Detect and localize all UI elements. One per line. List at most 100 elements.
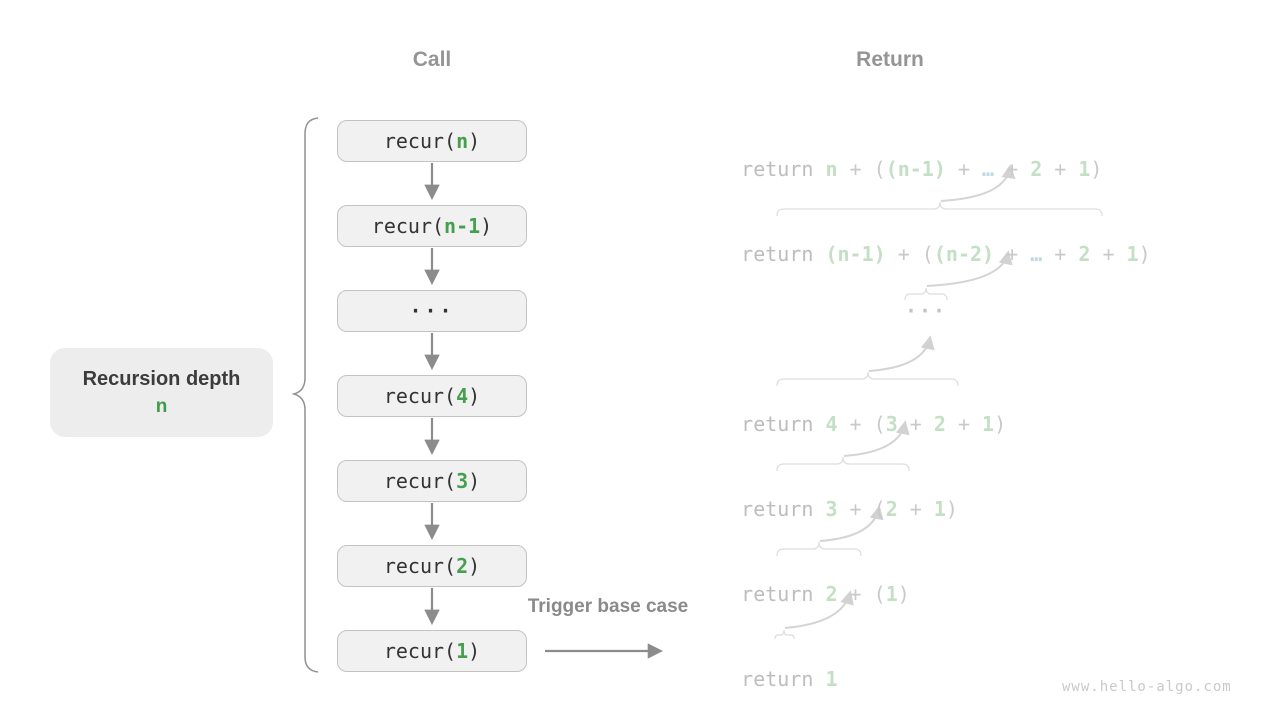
code-token: ) — [468, 639, 481, 663]
code-token: 1 — [982, 412, 995, 436]
call-box-recur-1: recur(1) — [337, 630, 527, 672]
return-overbrace-row7 — [774, 629, 795, 640]
code-token: 2 — [1078, 242, 1091, 266]
code-token: return — [741, 582, 826, 606]
return-flow-arrow-6to5 — [819, 505, 884, 542]
code-token: 2 — [456, 554, 469, 578]
code-token: + — [897, 497, 934, 521]
code-token: ) — [994, 412, 1007, 436]
code-token: 1 — [456, 639, 469, 663]
code-token: n — [456, 129, 469, 153]
call-box-ellipsis: ··· — [337, 290, 527, 332]
code-token: (n-1) — [885, 157, 946, 181]
code-token: return — [741, 667, 826, 691]
code-token: + — [837, 157, 874, 181]
code-token: return — [741, 242, 826, 266]
code-token: 3 — [885, 412, 898, 436]
code-token: + ( — [885, 242, 934, 266]
code-token: return — [741, 497, 826, 521]
return-expression-1: return 1 — [693, 637, 837, 691]
code-token: (n-1) — [825, 242, 886, 266]
code-token: + ( — [837, 497, 886, 521]
code-token: ( — [873, 157, 886, 181]
return-overbrace-row4 — [776, 371, 959, 387]
return-flow-arrow-7to6 — [784, 590, 854, 629]
code-token: … — [1030, 242, 1043, 266]
code-token: + ( — [837, 582, 886, 606]
return-expression-4: return 4 + (3 + 2 + 1) — [693, 382, 1006, 436]
code-token: n-1 — [444, 214, 481, 238]
ellipsis: ··· — [409, 299, 455, 323]
return-expression-n-1: return (n-1) + ((n-2) + … + 2 + 1) — [693, 212, 1150, 266]
code-token: + — [1042, 242, 1079, 266]
code-token: ) — [468, 554, 481, 578]
code-token: 1 — [1078, 157, 1091, 181]
call-box-recur-n: recur(n) — [337, 120, 527, 162]
code-token: 3 — [825, 497, 838, 521]
return-column-header: Return — [856, 48, 924, 71]
code-token: ) — [468, 384, 481, 408]
code-token: ) — [468, 129, 481, 153]
code-token: return — [741, 157, 826, 181]
code-token: 4 — [456, 384, 469, 408]
code-token: + — [1042, 157, 1079, 181]
code-token: return — [741, 412, 826, 436]
code-token: 1 — [1126, 242, 1139, 266]
code-token: + ( — [837, 412, 886, 436]
code-token: + — [994, 157, 1031, 181]
code-token: 1 — [933, 497, 946, 521]
code-token: + — [897, 412, 934, 436]
recursion-depth-brace — [291, 117, 319, 673]
code-token: recur( — [383, 384, 457, 408]
call-column-header: Call — [412, 48, 452, 71]
call-box-recur-4: recur(4) — [337, 375, 527, 417]
return-flow-arrow-4to3 — [868, 335, 935, 372]
return-flow-arrow-5to4 — [843, 420, 910, 457]
call-box-recur-3: recur(3) — [337, 460, 527, 502]
code-token: 4 — [825, 412, 838, 436]
return-expression-ellipsis: ··· — [904, 299, 948, 323]
trigger-base-case-label: Trigger base case — [527, 596, 689, 617]
code-token: recur( — [383, 554, 457, 578]
return-overbrace-row5 — [776, 456, 910, 472]
watermark: www.hello-algo.com — [1062, 679, 1232, 695]
return-overbrace-row6 — [776, 541, 862, 557]
return-expression-2: return 2 + (1) — [693, 552, 910, 606]
return-expression-n: return n + ((n-1) + … + 2 + 1) — [693, 127, 1102, 181]
code-token: n — [825, 157, 838, 181]
code-token: recur( — [383, 639, 457, 663]
code-token: (n-2) — [933, 242, 995, 266]
code-token: 2 — [933, 412, 946, 436]
code-token: 1 — [825, 667, 838, 691]
code-token: ) — [945, 497, 958, 521]
code-token: 2 — [885, 497, 898, 521]
return-overbrace-row3 — [904, 287, 948, 301]
return-flow-arrow-3to2 — [926, 250, 1013, 287]
code-token: … — [982, 157, 995, 181]
recursion-depth-title: Recursion depth — [82, 367, 241, 390]
code-token: + — [994, 242, 1031, 266]
code-token: ) — [468, 469, 481, 493]
code-token: ) — [897, 582, 910, 606]
call-box-recur-2: recur(2) — [337, 545, 527, 587]
code-token: 2 — [1030, 157, 1043, 181]
recursion-depth-value: n — [155, 395, 168, 417]
recursion-depth-label: Recursion depth n — [50, 348, 273, 437]
code-token: 2 — [825, 582, 838, 606]
code-token: ) — [1090, 157, 1103, 181]
call-box-recur-n-1: recur(n-1) — [337, 205, 527, 247]
code-token: ) — [480, 214, 493, 238]
return-overbrace-row2 — [776, 201, 1103, 217]
return-expression-3: return 3 + (2 + 1) — [693, 467, 958, 521]
code-token: recur( — [371, 214, 445, 238]
code-token: + — [945, 157, 983, 181]
return-flow-arrow-2to1 — [940, 164, 1016, 202]
code-token: + — [1090, 242, 1127, 266]
code-token: recur( — [383, 129, 457, 153]
code-token: + — [945, 412, 983, 436]
code-token: 1 — [885, 582, 898, 606]
code-token: recur( — [383, 469, 457, 493]
code-token: ) — [1138, 242, 1151, 266]
